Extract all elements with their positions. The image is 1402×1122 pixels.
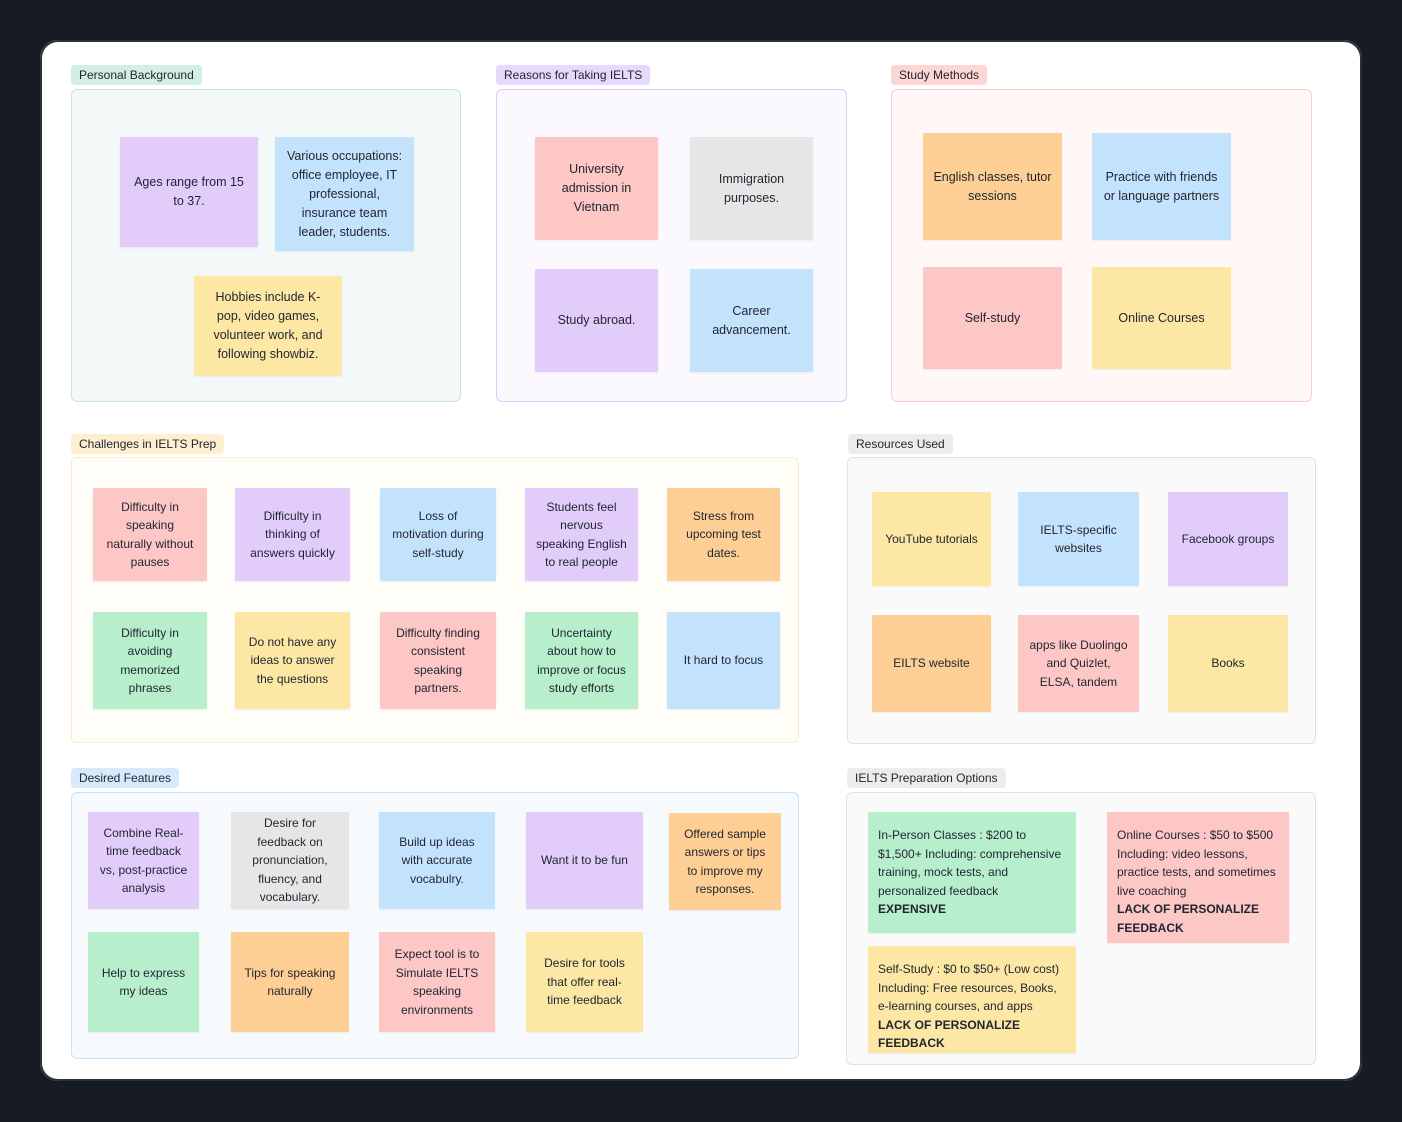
sticky-note[interactable]: Expect tool is to Simulate IELTS speakin… bbox=[379, 932, 495, 1032]
sticky-note[interactable]: Students feel nervous speaking English t… bbox=[525, 488, 638, 581]
sticky-note[interactable]: Offered sample answers or tips to improv… bbox=[669, 813, 781, 910]
sticky-note[interactable]: Help to express my ideas bbox=[88, 932, 199, 1032]
sticky-note[interactable]: Practice with friends or language partne… bbox=[1092, 133, 1231, 240]
sticky-note[interactable]: Build up ideas with accurate vocabulry. bbox=[379, 812, 495, 909]
section-label-resources[interactable]: Resources Used bbox=[848, 434, 953, 454]
frame-prep-options[interactable]: In-Person Classes : $200 to $1,500+ Incl… bbox=[846, 792, 1316, 1065]
section-label-reasons[interactable]: Reasons for Taking IELTS bbox=[496, 65, 651, 85]
note-verdict: EXPENSIVE bbox=[878, 902, 947, 916]
sticky-note[interactable]: Loss of motivation during self-study bbox=[380, 488, 496, 581]
sticky-note[interactable]: Combine Real-time feedback vs, post-prac… bbox=[88, 812, 199, 909]
frame-resources[interactable]: YouTube tutorials IELTS-specific website… bbox=[847, 457, 1316, 744]
sticky-note[interactable]: Difficulty finding consistent speaking p… bbox=[380, 612, 496, 709]
sticky-note[interactable]: Books bbox=[1168, 615, 1288, 712]
whiteboard-canvas: Personal Background Ages range from 15 t… bbox=[40, 40, 1362, 1081]
sticky-note[interactable]: IELTS-specific websites bbox=[1018, 492, 1139, 586]
sticky-note[interactable]: YouTube tutorials bbox=[872, 492, 991, 586]
note-body: Online Courses : $50 to $500 Including: … bbox=[1117, 828, 1276, 898]
sticky-note[interactable]: Ages range from 15 to 37. bbox=[120, 137, 258, 247]
sticky-note-self-study[interactable]: Self-Study : $0 to $50+ (Low cost) Inclu… bbox=[868, 946, 1076, 1053]
sticky-note[interactable]: Various occupations: office employee, IT… bbox=[275, 137, 414, 251]
section-label-study-methods[interactable]: Study Methods bbox=[891, 65, 988, 85]
sticky-note[interactable]: Uncertainty about how to improve or focu… bbox=[525, 612, 638, 709]
sticky-note[interactable]: Difficulty in speaking naturally without… bbox=[93, 488, 207, 581]
sticky-note[interactable]: University admission in Vietnam bbox=[535, 137, 658, 240]
section-label-challenges[interactable]: Challenges in IELTS Prep bbox=[71, 434, 225, 454]
frame-desired-features[interactable]: Combine Real-time feedback vs, post-prac… bbox=[71, 792, 799, 1059]
frame-study-methods[interactable]: English classes, tutor sessions Practice… bbox=[891, 89, 1312, 402]
note-body: In-Person Classes : $200 to $1,500+ Incl… bbox=[878, 828, 1062, 898]
sticky-note[interactable]: Difficulty in thinking of answers quickl… bbox=[235, 488, 350, 581]
sticky-note[interactable]: Career advancement. bbox=[690, 269, 813, 372]
sticky-note[interactable]: English classes, tutor sessions bbox=[923, 133, 1062, 240]
sticky-note[interactable]: Tips for speaking naturally bbox=[231, 932, 349, 1032]
note-body: Self-Study : $0 to $50+ (Low cost) Inclu… bbox=[878, 962, 1060, 1013]
sticky-note[interactable]: Want it to be fun bbox=[526, 812, 643, 909]
sticky-note-in-person-classes[interactable]: In-Person Classes : $200 to $1,500+ Incl… bbox=[868, 812, 1076, 933]
sticky-note[interactable]: Self-study bbox=[923, 267, 1062, 369]
sticky-note[interactable]: Hobbies include K-pop, video games, volu… bbox=[194, 276, 342, 376]
frame-challenges[interactable]: Difficulty in speaking naturally without… bbox=[71, 457, 799, 743]
section-label-desired-features[interactable]: Desired Features bbox=[71, 768, 180, 788]
note-verdict: LACK OF PERSONALIZE FEEDBACK bbox=[1117, 902, 1260, 935]
sticky-note[interactable]: EILTS website bbox=[872, 615, 991, 712]
sticky-note[interactable]: Do not have any ideas to answer the ques… bbox=[235, 612, 350, 709]
frame-reasons[interactable]: University admission in Vietnam Immigrat… bbox=[496, 89, 847, 402]
sticky-note[interactable]: It hard to focus bbox=[667, 612, 780, 709]
frame-personal-background[interactable]: Ages range from 15 to 37. Various occupa… bbox=[71, 89, 461, 402]
sticky-note[interactable]: apps like Duolingo and Quizlet, ELSA, ta… bbox=[1018, 615, 1139, 712]
section-label-personal-background[interactable]: Personal Background bbox=[71, 65, 202, 85]
sticky-note[interactable]: Online Courses bbox=[1092, 267, 1231, 369]
sticky-note[interactable]: Facebook groups bbox=[1168, 492, 1288, 586]
note-verdict: LACK OF PERSONALIZE FEEDBACK bbox=[878, 1017, 1021, 1051]
sticky-note[interactable]: Desire for tools that offer real-time fe… bbox=[526, 932, 643, 1032]
sticky-note[interactable]: Desire for feedback on pronunciation, fl… bbox=[231, 812, 349, 909]
sticky-note[interactable]: Difficulty in avoiding memorized phrases bbox=[93, 612, 207, 709]
section-label-prep-options[interactable]: IELTS Preparation Options bbox=[847, 768, 1006, 788]
sticky-note-online-courses[interactable]: Online Courses : $50 to $500 Including: … bbox=[1107, 812, 1289, 943]
sticky-note[interactable]: Stress from upcoming test dates. bbox=[667, 488, 780, 581]
sticky-note[interactable]: Study abroad. bbox=[535, 269, 658, 372]
sticky-note[interactable]: Immigration purposes. bbox=[690, 137, 813, 240]
